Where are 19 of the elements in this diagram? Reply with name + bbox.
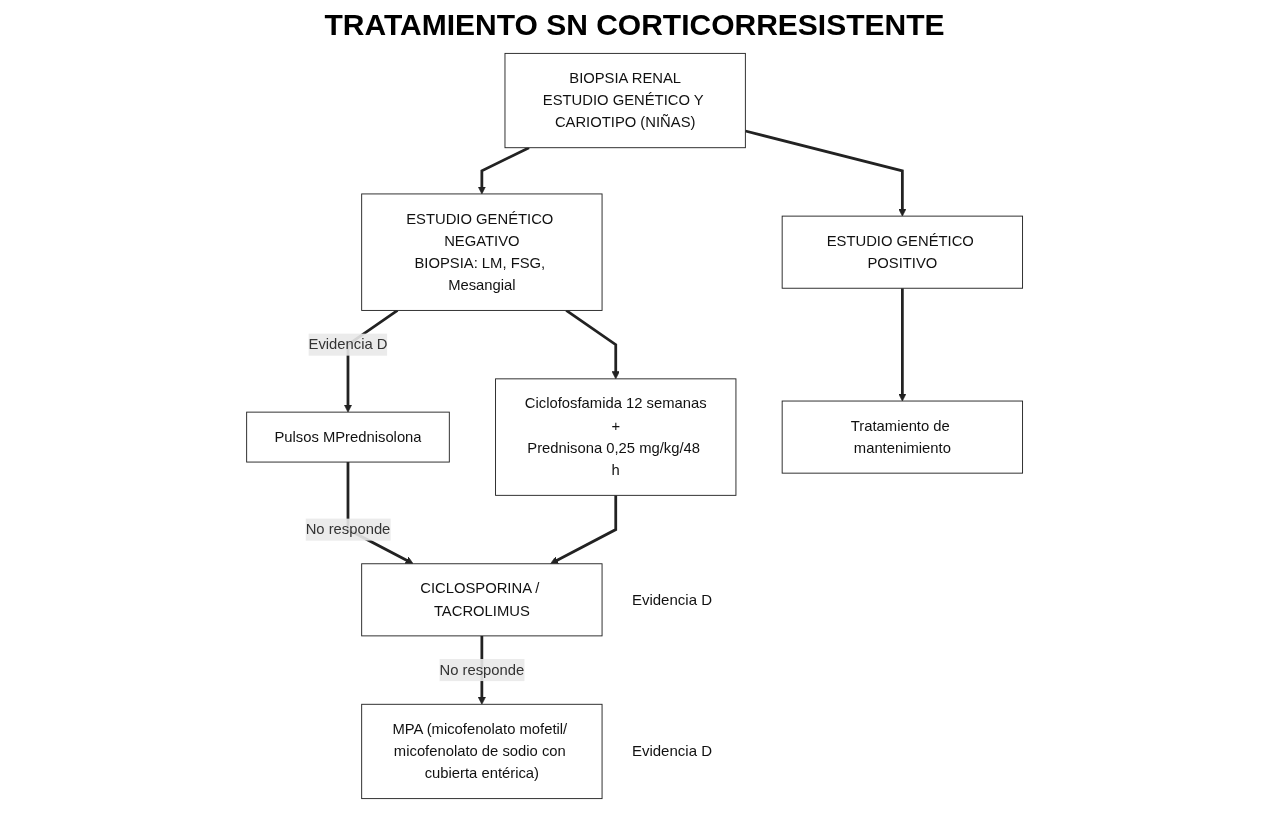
node-box: BIOPSIA RENAL ESTUDIO GENÉTICO Y CARIOTIPO (NIÑAS) bbox=[504, 52, 746, 149]
node-box: CICLOSPORINA / TACROLIMUS bbox=[361, 563, 603, 637]
edge-label: Evidencia D bbox=[308, 336, 388, 353]
evidence-note: Evidencia D bbox=[631, 590, 712, 608]
arrow bbox=[565, 309, 620, 380]
arrow bbox=[898, 288, 907, 402]
arrow bbox=[477, 146, 530, 195]
edge-label: No responde bbox=[439, 661, 525, 678]
node-box: ESTUDIO GENÉTICO NEGATIVO BIOPSIA: LM, FSG, Mesangial bbox=[361, 193, 603, 311]
node-box: Pulsos MPrednisolona bbox=[246, 411, 450, 463]
evidence-note: Evidencia D bbox=[631, 742, 712, 760]
node-box: ESTUDIO GENÉTICO POSITIVO bbox=[781, 215, 1023, 289]
node-box: MPA (micofenolato mofetil/ micofenolato de sodio con cubierta entérica) bbox=[361, 703, 603, 800]
node-box: Tratamiento de mantenimiento bbox=[781, 400, 1023, 474]
node-box: Ciclofosfamida 12 semanas + Prednisona 0,25 mg/kg/48 h bbox=[495, 378, 737, 496]
edge-label: No responde bbox=[305, 521, 391, 537]
arrow bbox=[744, 129, 907, 217]
arrow bbox=[550, 495, 617, 565]
diagram-title: TRATAMIENTO SN CORTICORRESISTENTE bbox=[323, 8, 946, 42]
